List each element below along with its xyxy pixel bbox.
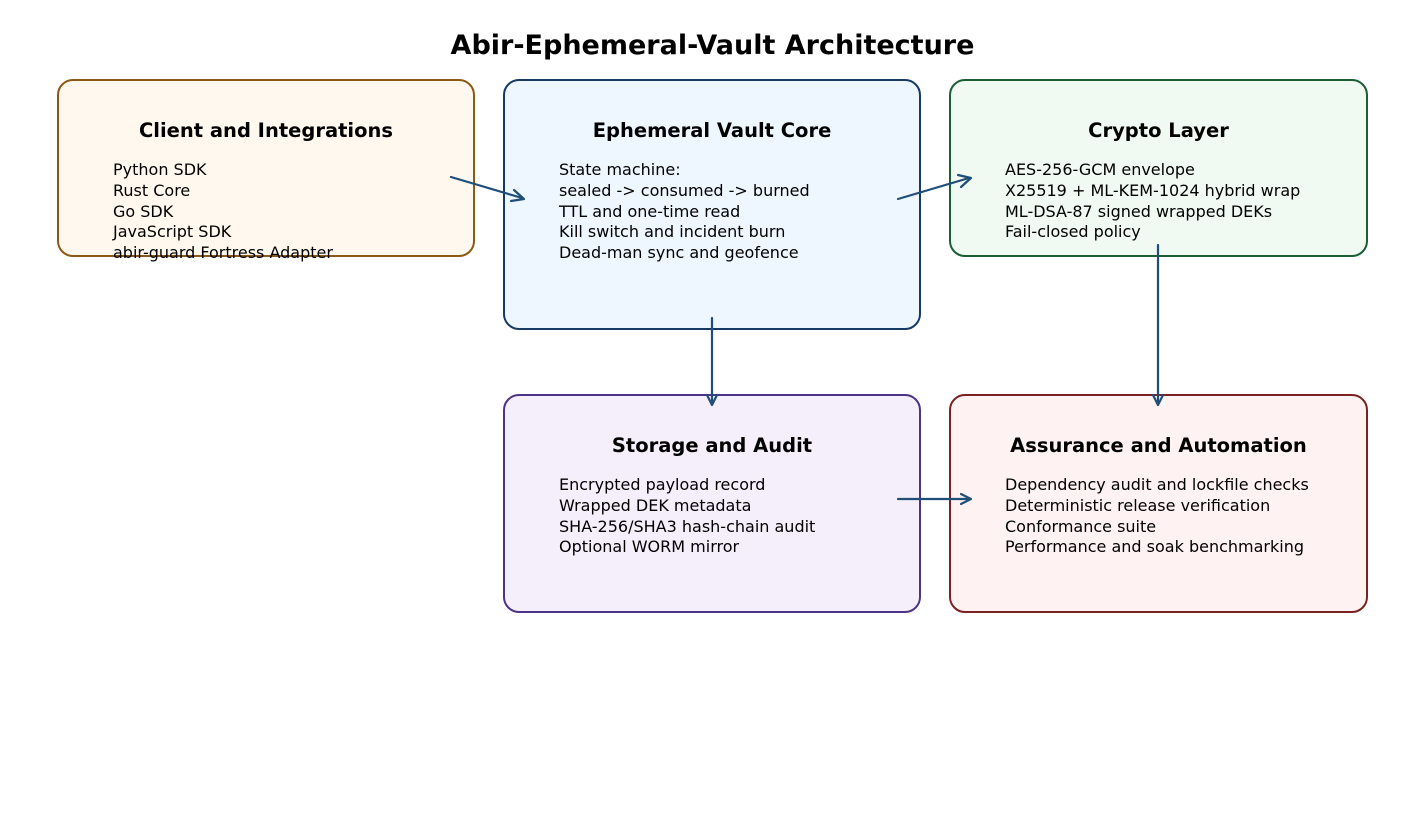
crypto-line: X25519 + ML-KEM-1024 hybrid wrap	[1005, 180, 1301, 200]
storage-audit-box: Storage and Audit Encrypted payload reco…	[503, 394, 921, 613]
assurance-automation-lines: Dependency audit and lockfile checks Det…	[1005, 475, 1309, 558]
assurance-line: Dependency audit and lockfile checks	[1005, 475, 1309, 494]
crypto-layer-title: Crypto Layer	[1088, 119, 1229, 142]
assurance-automation-title: Assurance and Automation	[1010, 434, 1307, 457]
assurance-line: Conformance suite	[1005, 516, 1157, 536]
vault-core-lines: State machine: sealed -> consumed -> bur…	[559, 160, 810, 264]
core-line: Dead-man sync and geofence	[559, 243, 799, 263]
vault-core-title: Ephemeral Vault Core	[592, 119, 832, 142]
vault-core-box: Ephemeral Vault Core State machine: seal…	[503, 79, 921, 330]
client-line: Python SDK	[113, 160, 207, 179]
storage-line: SHA-256/SHA3 hash-chain audit	[559, 516, 816, 536]
diagram-title: Abir-Ephemeral-Vault Architecture	[450, 30, 975, 61]
storage-line: Wrapped DEK metadata	[559, 495, 752, 515]
crypto-line: Fail-closed policy	[1005, 222, 1141, 242]
client-integrations-title: Client and Integrations	[139, 119, 393, 142]
client-integrations-box: Client and Integrations Python SDK Rust …	[57, 79, 475, 262]
crypto-line: AES-256-GCM envelope	[1005, 160, 1195, 179]
client-line: Rust Core	[113, 180, 191, 200]
client-integrations-lines: Python SDK Rust Core Go SDK JavaScript S…	[113, 160, 333, 264]
assurance-line: Performance and soak benchmarking	[1005, 537, 1304, 557]
assurance-automation-box: Assurance and Automation Dependency audi…	[949, 394, 1368, 613]
crypto-line: ML-DSA-87 signed wrapped DEKs	[1005, 201, 1273, 221]
storage-line: Encrypted payload record	[559, 475, 766, 494]
client-line: JavaScript SDK	[113, 222, 232, 242]
client-line: abir-guard Fortress Adapter	[113, 243, 333, 263]
storage-line: Optional WORM mirror	[559, 537, 740, 557]
crypto-layer-box: Crypto Layer AES-256-GCM envelope X25519…	[949, 79, 1368, 257]
core-line: Kill switch and incident burn	[559, 222, 786, 242]
storage-audit-title: Storage and Audit	[611, 434, 813, 457]
assurance-line: Deterministic release verification	[1005, 495, 1271, 515]
core-line: TTL and one-time read	[559, 201, 741, 221]
storage-audit-lines: Encrypted payload record Wrapped DEK met…	[559, 475, 815, 558]
core-line: State machine:	[559, 160, 681, 179]
client-line: Go SDK	[113, 201, 174, 221]
crypto-layer-lines: AES-256-GCM envelope X25519 + ML-KEM-102…	[1005, 160, 1300, 243]
core-line: sealed -> consumed -> burned	[559, 180, 810, 200]
